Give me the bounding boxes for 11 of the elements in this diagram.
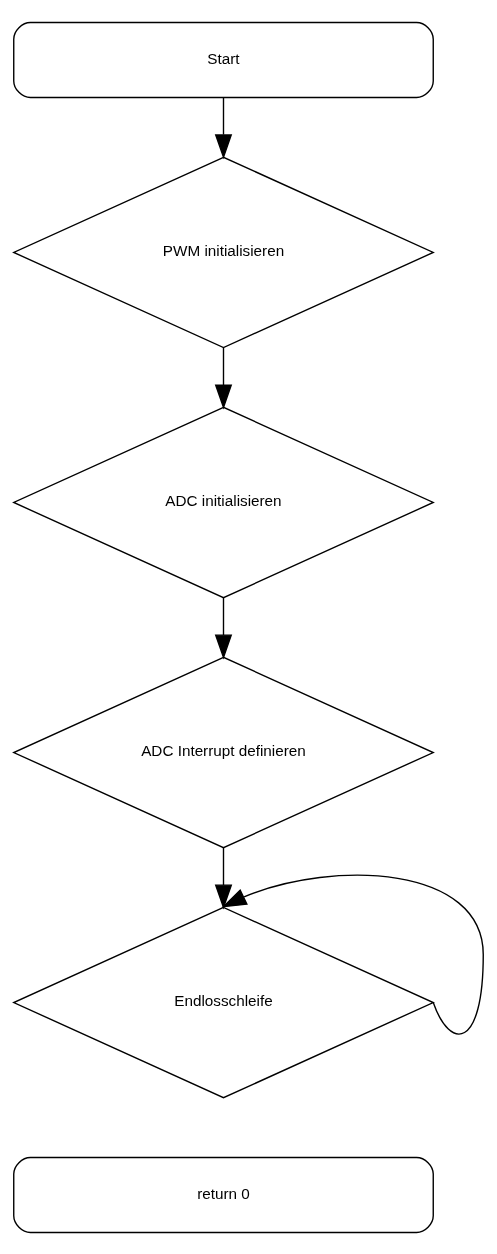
node-diamond: ADC initialisieren: [12, 406, 435, 598]
node-box: return 0: [13, 1156, 434, 1233]
arrow: [214, 346, 233, 409]
arrow: [214, 846, 233, 909]
node-box: Start: [13, 21, 434, 98]
arrow: [214, 596, 233, 659]
arrow: [214, 96, 233, 159]
arrow: [221, 874, 484, 1035]
node-diamond: Endlosschleife: [12, 906, 435, 1098]
node-diamond: ADC Interrupt definieren: [12, 656, 435, 848]
node-diamond: PWM initialisieren: [12, 156, 435, 348]
